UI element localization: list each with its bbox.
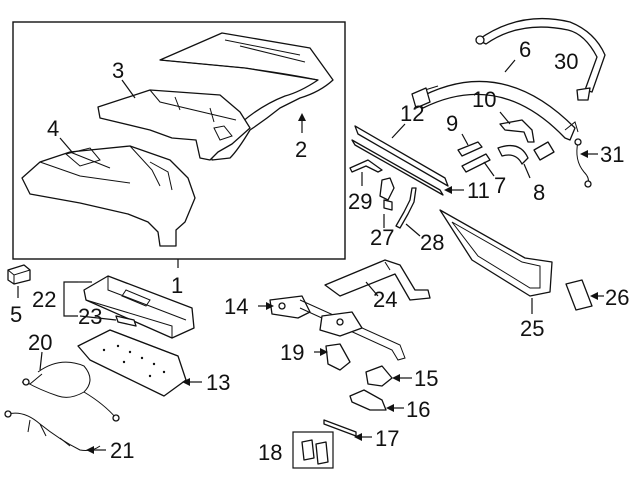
bracket-27 — [379, 177, 395, 211]
callout-6-leader — [504, 59, 516, 73]
callout-8: 8 — [533, 180, 545, 205]
linkage-mechanism-14 — [269, 295, 406, 361]
callout-30: 30 — [554, 49, 578, 74]
seal-7 — [461, 153, 491, 173]
seal-strip-9 — [457, 141, 483, 157]
callout-25: 25 — [520, 316, 544, 341]
callout-9-leader — [461, 133, 469, 146]
top-cover-skin — [159, 32, 334, 161]
callout-10-leader — [499, 111, 511, 125]
callout-4: 4 — [47, 116, 59, 141]
trim-panel-13 — [77, 329, 187, 397]
callout-5: 5 — [10, 302, 22, 327]
callout-21: 21 — [110, 438, 134, 463]
callout-12-leader — [391, 123, 406, 139]
callout-24: 24 — [373, 287, 397, 312]
cable-28 — [395, 187, 417, 229]
callout-7-leader — [483, 161, 495, 177]
rear-bow — [411, 80, 579, 161]
seal-10 — [499, 119, 535, 143]
bracket-16 — [349, 389, 387, 411]
tonneau-frame-25 — [439, 209, 553, 297]
callout-1: 1 — [171, 273, 183, 298]
cable-31 — [574, 138, 592, 188]
callout-23-leader — [79, 315, 117, 321]
callout-12: 12 — [400, 101, 424, 126]
callout-18: 18 — [258, 440, 282, 465]
clip-23 — [115, 315, 137, 327]
callout-3-leader — [121, 79, 136, 99]
callout-17: 17 — [375, 426, 399, 451]
callout-11: 11 — [467, 178, 490, 203]
callout-6: 6 — [519, 37, 531, 62]
top-frame-assembly — [21, 145, 196, 247]
callout-16: 16 — [406, 397, 430, 422]
seal-8 — [497, 144, 529, 165]
callout-15: 15 — [414, 366, 438, 391]
clip-29 — [349, 159, 383, 173]
callout-23: 23 — [78, 304, 102, 329]
storage-tray-22 — [83, 275, 195, 339]
callout-9: 9 — [446, 111, 458, 136]
small-pad — [7, 264, 31, 285]
callout-20-leader — [39, 351, 43, 371]
clip-18-a — [301, 439, 315, 461]
bracket-19 — [325, 343, 351, 371]
side-rail-12-11 — [351, 125, 449, 196]
callout-19: 19 — [280, 340, 304, 365]
callout-4-leader — [59, 137, 73, 153]
callout-26: 26 — [605, 285, 629, 310]
weatherstrip-30 — [475, 17, 606, 101]
cover-26 — [565, 279, 593, 311]
callout-14: 14 — [224, 294, 248, 319]
callout-22-bracket — [63, 281, 92, 317]
clips-18-box — [292, 431, 334, 469]
assembly-group-box — [12, 21, 346, 260]
link-24 — [324, 259, 431, 301]
callout-2: 2 — [295, 137, 307, 162]
callout-22: 22 — [32, 287, 56, 312]
callout-24-leader — [365, 281, 379, 297]
callout-20: 20 — [28, 330, 52, 355]
clip-18-b — [315, 441, 329, 465]
callout-27: 27 — [370, 225, 394, 250]
bracket-15 — [365, 365, 393, 387]
callout-7: 7 — [494, 173, 506, 198]
callout-13: 13 — [206, 370, 230, 395]
callout-28-leader — [405, 223, 421, 237]
cable-21 — [4, 410, 120, 451]
strip-17 — [323, 419, 357, 437]
callout-3: 3 — [112, 58, 124, 83]
callout-10: 10 — [472, 87, 496, 112]
callout-8-leader — [523, 163, 531, 179]
cable-20 — [21, 361, 117, 419]
callout-29: 29 — [348, 189, 372, 214]
callout-31: 31 — [600, 142, 624, 167]
headliner — [97, 89, 251, 161]
callout-28: 28 — [420, 230, 444, 255]
